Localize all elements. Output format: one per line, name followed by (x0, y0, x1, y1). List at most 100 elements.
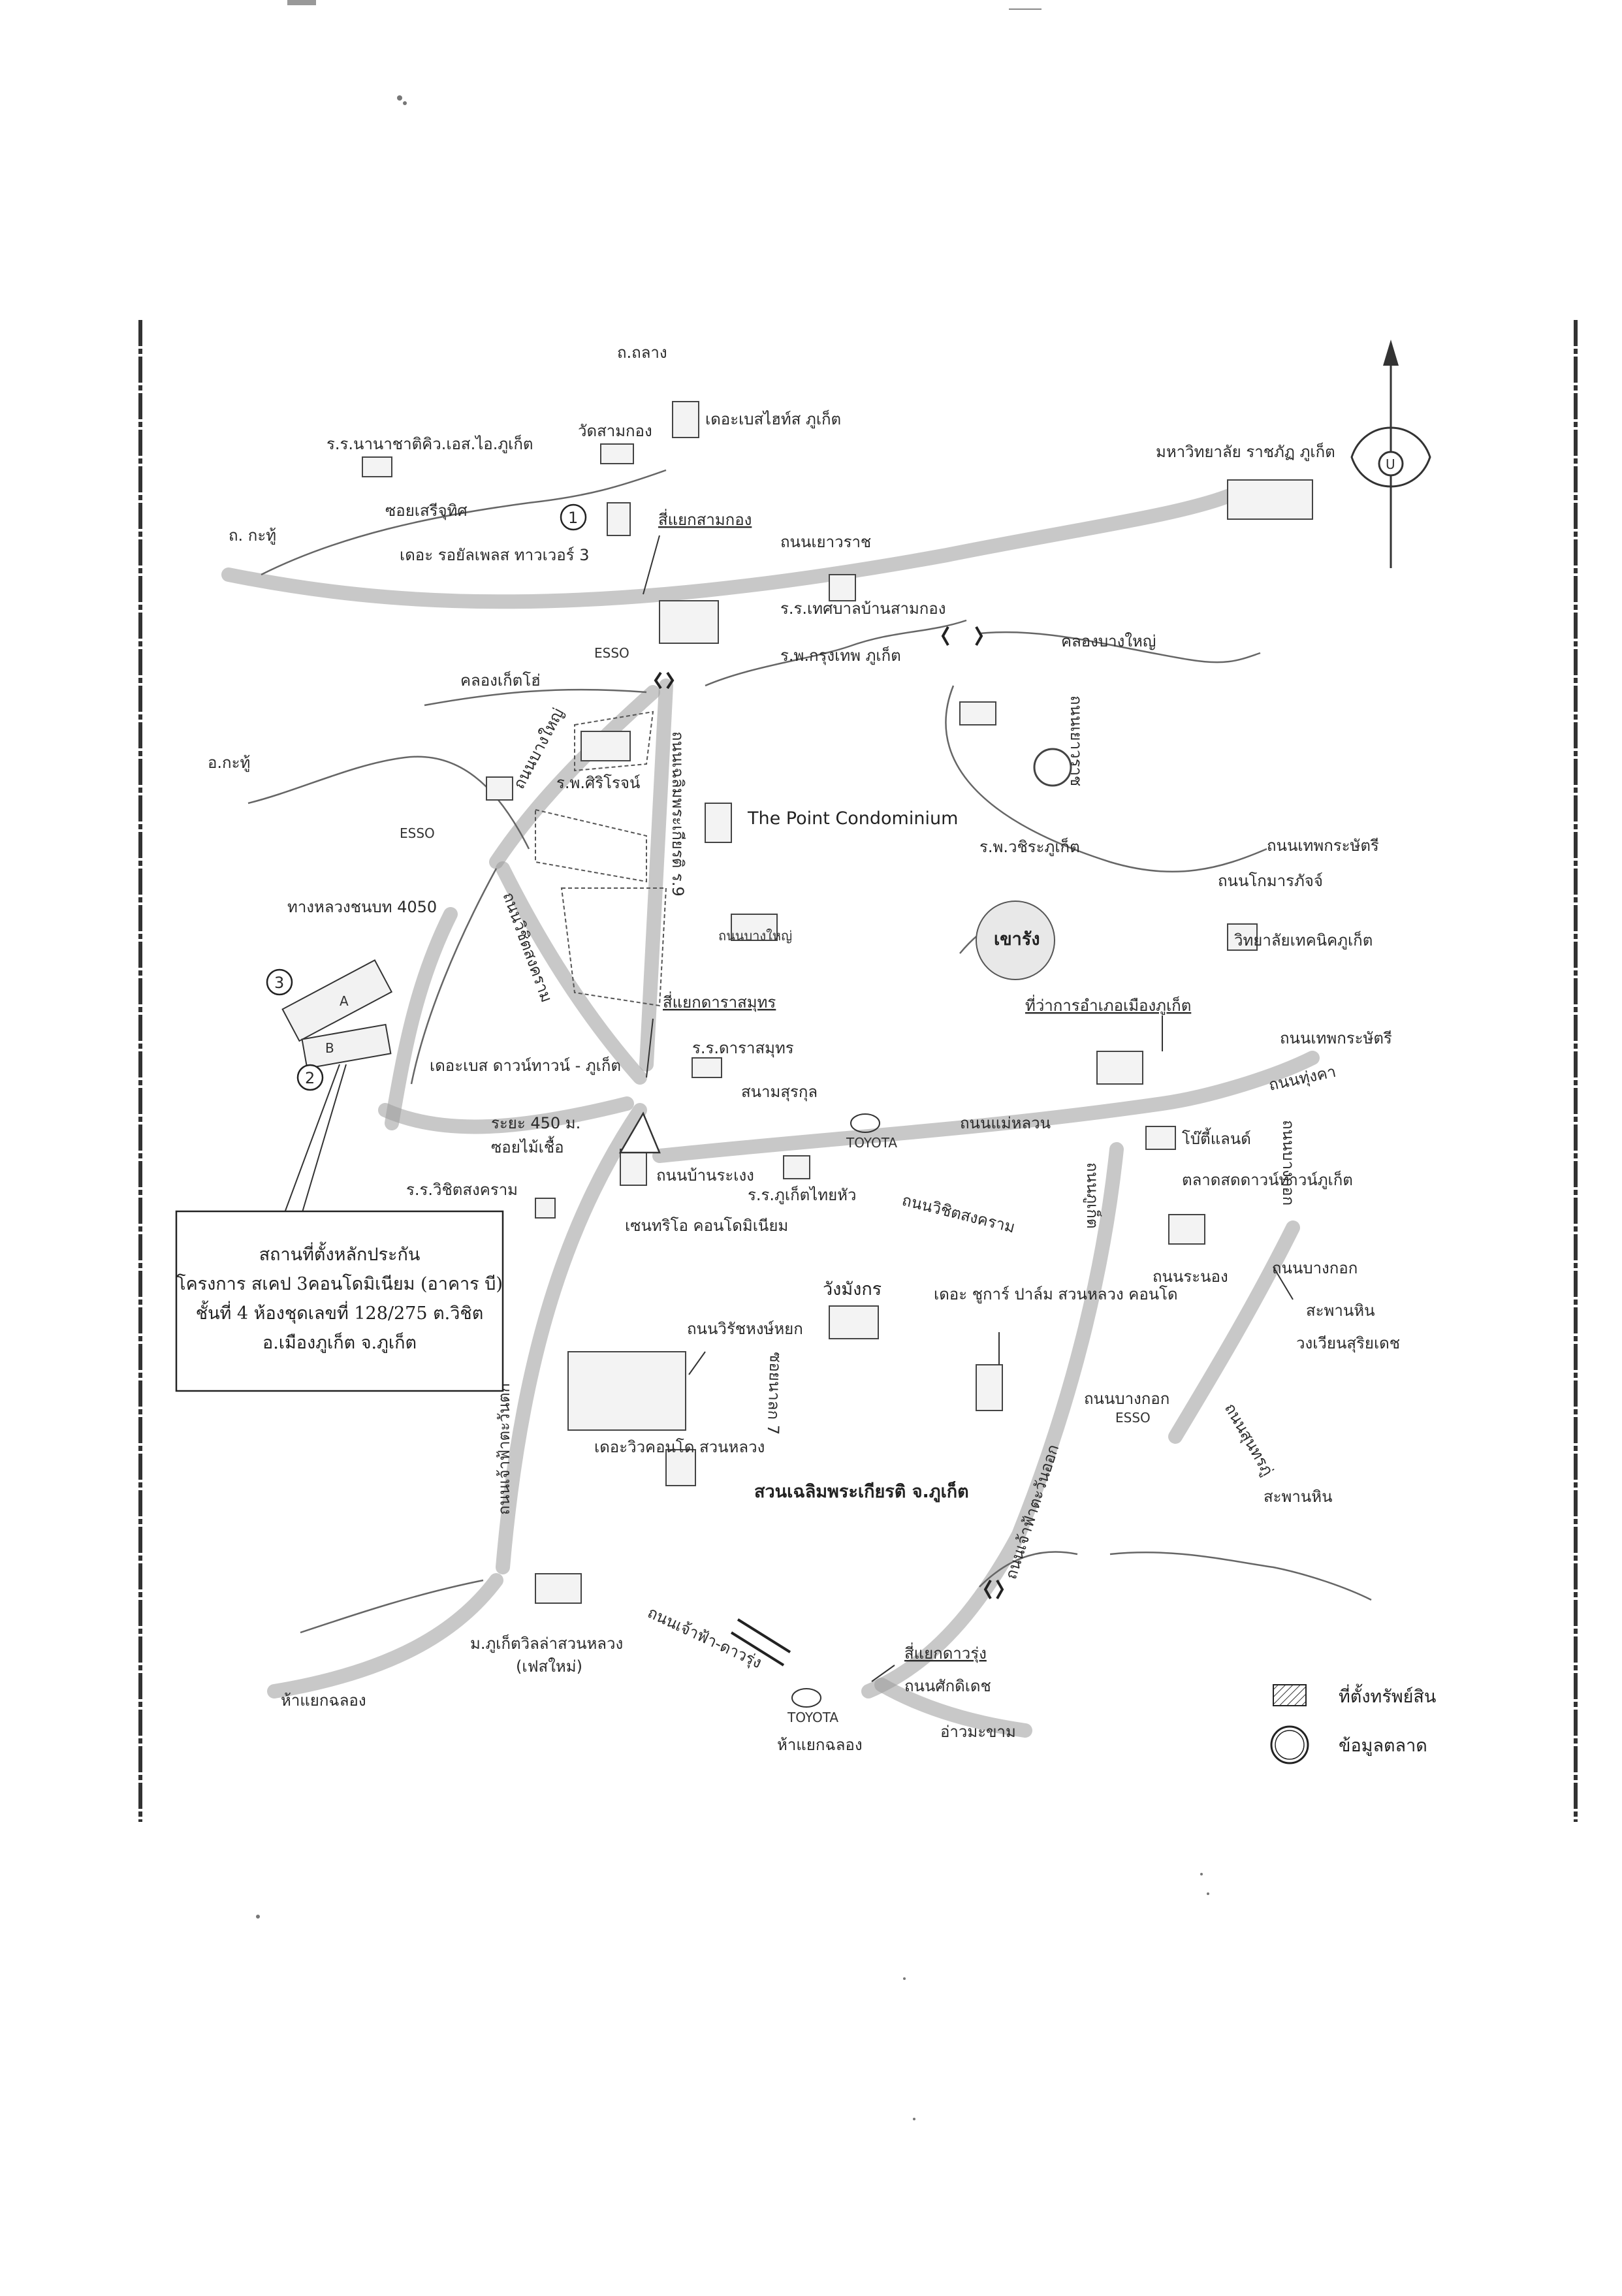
road-sakdidet (874, 1678, 1032, 1738)
label-bangkok-road-south: ถนนบางกอก (1084, 1390, 1169, 1408)
label-chaofa-east: ถนนเจ้าฟ้าตะวันออก (1002, 1442, 1062, 1581)
toyota-icon: TOYOTA (787, 1688, 838, 1725)
building-icon (607, 502, 631, 536)
building-icon (659, 600, 719, 644)
road-soi-maimuea (378, 1096, 634, 1134)
building-icon (959, 701, 996, 725)
leader-arrow (871, 1665, 895, 1682)
property-building-icon (567, 1351, 686, 1431)
marker-3: 3 (266, 968, 293, 996)
label-daorung-junction: สี่แยกดาวรุ่ง (904, 1642, 987, 1663)
label-the-base-downtown: เดอะเบส ดาวน์ทาวน์ - ภูเก็ต (430, 1056, 621, 1076)
label-kathu-district: อ.กะทู้ (208, 754, 250, 773)
building-icon (731, 914, 778, 941)
label-esso-south: ESSO (1115, 1410, 1151, 1426)
school-icon (783, 1155, 810, 1179)
label-thepkasattri-south: ถนนเทพกระษัตรี (1280, 1029, 1392, 1047)
label-wang-mangkorn: วังมังกร (823, 1279, 882, 1299)
label-soi-maimuea: ซอยไม้เชื้อ (491, 1136, 564, 1156)
road-chaofa-west (496, 1103, 647, 1574)
bridge-icon (941, 626, 983, 646)
label-point-condo: The Point Condominium (747, 808, 958, 829)
label-soi-seri: ซอยเสรีจุทิศ (385, 502, 468, 520)
label-kathu-road: ถ. กะทู้ (229, 526, 276, 545)
road-chalermprakiat (639, 678, 673, 1072)
marker-2: 2 (296, 1064, 324, 1091)
legend: ที่ตั้งทรัพย์สิน ข้อมูลตลาด (1270, 1683, 1436, 1764)
canal-central (410, 868, 498, 1085)
canal-east (945, 685, 1267, 873)
property-building-b-icon (301, 1023, 392, 1070)
label-siriroj: ร.พ.ศิริโรจน์ (556, 774, 641, 792)
label-east-road: อ่าวมะขาม (940, 1723, 1016, 1741)
svg-text:3: 3 (274, 974, 284, 992)
bridge-icon (983, 1580, 1004, 1599)
university-icon (1227, 479, 1313, 520)
khao-rang-hill (976, 901, 1055, 980)
building-icon (665, 1449, 696, 1486)
label-samkong-junction: สี่แยกสามกอง (658, 509, 752, 529)
building-a-label: A (340, 993, 349, 1009)
plot-outline (574, 710, 654, 772)
canals (247, 469, 1372, 1634)
label-highway-4050: ทางหลวงชนบท 4050 (287, 898, 437, 916)
label-esso-mid: ESSO (400, 825, 435, 841)
building-icon (620, 1149, 647, 1186)
school-icon (535, 1198, 556, 1219)
label-saphan-hin: สะพานหิน (1264, 1488, 1332, 1506)
label-darasamut-junction: สี่แยกดาราสมุทร (663, 991, 776, 1012)
info-line-3: ชั้นที่ 4 ห้องชุดเลขที่ 128/275 ต.วิชิต (196, 1300, 483, 1324)
label-sugar-palm: เดอะ ชูการ์ ปาล์ม สวนหลวง คอนโด (934, 1285, 1178, 1304)
canal-south-west (300, 1579, 484, 1634)
label-rang-hill: เขารัง (994, 929, 1040, 949)
marker-1: 1 (560, 503, 587, 531)
label-bangyai-canal: คลองบางใหญ่ (1061, 632, 1156, 650)
road-4050 (385, 907, 458, 1130)
label-the-view: เดอะวิวคอนโด สวนหลวง (594, 1438, 765, 1456)
legend-property-swatch (1273, 1684, 1307, 1706)
building-icon (672, 401, 699, 438)
building-b-label: B (325, 1040, 334, 1056)
label-tech-school: ร.ร.เทศบาลบ้านสามกอง (780, 599, 946, 618)
label-saphan-hin-ring: สะพานหิน (1306, 1301, 1375, 1320)
north-arrow-icon: U (1350, 340, 1431, 568)
property-building-a-icon (281, 959, 393, 1042)
government-office-icon (1096, 1051, 1143, 1085)
label-bangkok-road: ถนนบางกอก (1279, 1120, 1297, 1205)
label-esso-north: ESSO (594, 645, 629, 661)
label-amphoe-office: ที่ว่าการอำเภอเมืองภูเก็ต (1025, 995, 1191, 1015)
info-line-4: อ.เมืองภูเก็ต จ.ภูเก็ต (262, 1331, 417, 1353)
label-chalong-south: ห้าแยกฉลอง (777, 1736, 863, 1754)
college-icon (1227, 923, 1258, 951)
road-vijitsongkram (496, 861, 647, 1085)
info-line-1: สถานที่ตั้งหลักประกัน (259, 1241, 421, 1265)
label-the-base-heights: เดอะเบสไฮท์ส ภูเก็ต (705, 409, 841, 429)
label-rajabhat: มหาวิทยาลัย ราชภัฏ ภูเก็ต (1156, 442, 1335, 462)
label-phang-nga-road: ถนนภูเก็ต (1083, 1162, 1102, 1228)
plot-outline (535, 808, 647, 883)
hospital-icon (580, 731, 631, 761)
legend-property-label: ที่ตั้งทรัพย์สิน (1339, 1683, 1436, 1707)
label-vijitsongkram-school: ร.ร.วิชิตสงคราม (406, 1181, 518, 1199)
road-yaowarat-north (221, 489, 1235, 609)
label-vijitsongkram-road: ถนนวิชิตสงคราม (900, 1191, 1017, 1237)
label-distance: ระยะ 450 ม. (491, 1114, 580, 1132)
road-bangyai (489, 685, 660, 869)
leader-arrow (1273, 1266, 1294, 1300)
canal-north (261, 469, 667, 576)
label-chaofa-dao: ถนนเจ้าฟ้า-ดาวรุ่ง (644, 1603, 765, 1672)
label-suriyan-field: สนามสุรกุล (741, 1083, 818, 1102)
canal-bangyai (705, 619, 967, 687)
label-centrio: เซนทริโอ คอนโดมิเนียม (625, 1217, 788, 1235)
leader-arrow (688, 1351, 706, 1375)
svg-text:TOYOTA: TOYOTA (846, 1135, 897, 1151)
bridge-icon (654, 671, 675, 690)
plot-outline (560, 887, 667, 1007)
scan-mark (287, 0, 316, 5)
label-top-ring: ถ.ถลาง (617, 343, 667, 362)
market-icon (1168, 1214, 1205, 1245)
school-icon (362, 456, 392, 477)
label-thepkasattri-north: ถนนเทพกระษัตรี (1267, 837, 1379, 855)
label-chaofa-west: ถนนเจ้าฟ้าตะวันตก (495, 1383, 513, 1515)
